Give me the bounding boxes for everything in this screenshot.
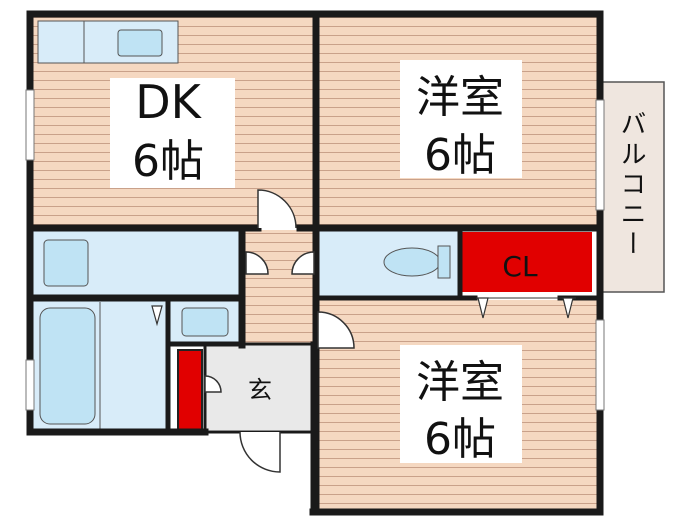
western-bottom-label-line2: 6帖 <box>424 414 496 465</box>
windows <box>25 89 605 411</box>
laundry-sink <box>181 307 229 337</box>
toilet-tank <box>437 245 451 279</box>
closet-label: CL <box>502 250 538 283</box>
dk-label-line1: DK <box>135 75 202 129</box>
dk-label-line2: 6帖 <box>132 136 204 187</box>
entrance-label: 玄 <box>248 376 272 404</box>
balcony-label: バルコニー <box>616 110 646 260</box>
western-top-label-line1: 洋室 <box>416 72 504 123</box>
western-bottom-label-line1: 洋室 <box>416 357 504 408</box>
toilet <box>383 247 441 277</box>
shoe-cabinet <box>177 349 203 431</box>
western-top-label-line2: 6帖 <box>424 130 496 181</box>
closet-doors <box>151 297 574 327</box>
closet <box>460 232 592 292</box>
balcony <box>597 81 665 293</box>
hallway <box>244 230 316 350</box>
washbasin <box>43 239 89 287</box>
bathtub <box>39 307 96 425</box>
entrance-area <box>205 345 313 430</box>
door-swings <box>204 189 355 473</box>
kitchen-sink <box>117 29 163 57</box>
